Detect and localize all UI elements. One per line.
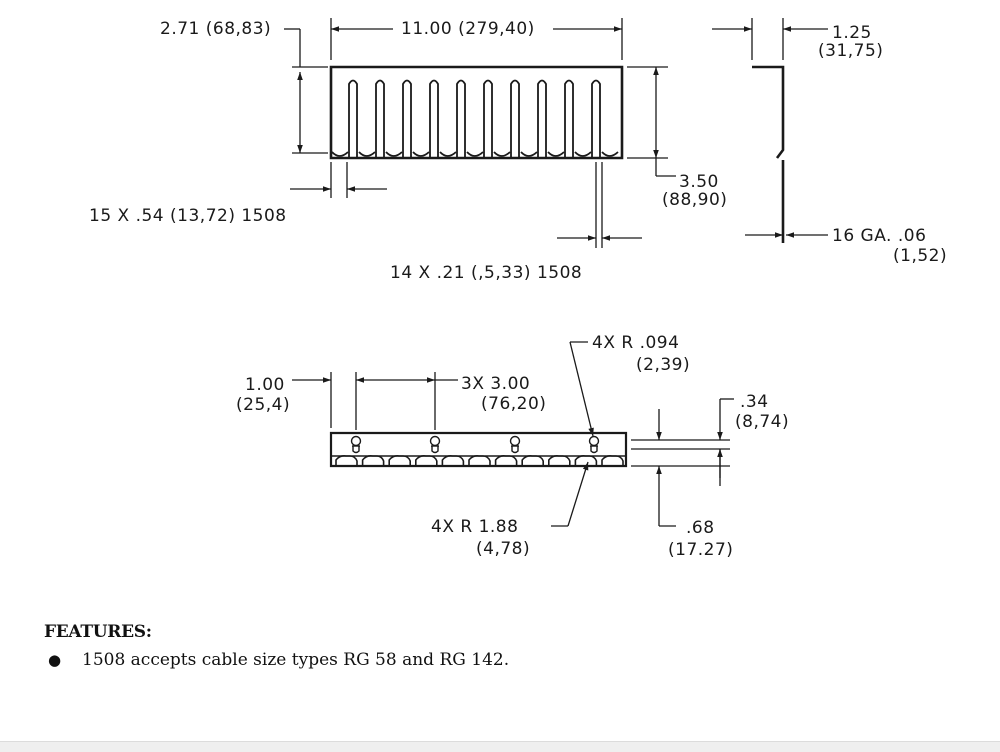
bar-height-metric-label: (17.27) (668, 540, 733, 560)
hole-radius-metric-label: (2,39) (636, 355, 690, 375)
slot-depth-label: 3.50 (679, 172, 719, 192)
feature-text: 1508 accepts cable size types RG 58 and … (82, 650, 510, 670)
flange-label: 1.25 (832, 23, 872, 43)
comb-tab (466, 151, 484, 157)
edge-offset-label: 1.00 (245, 375, 285, 395)
comb-tab (574, 151, 592, 157)
notch (441, 455, 465, 466)
mounting-hole (429, 435, 441, 447)
top-view-dimensions (284, 18, 676, 248)
notch (388, 455, 411, 466)
overall-height-label: 2.71 (68,83) (160, 19, 271, 39)
edge-offset-metric-label: (25,4) (236, 395, 290, 415)
slot-count-label: 14 X .21 (,5,33) 1508 (390, 263, 582, 283)
notch-radius-metric-label: (4,78) (476, 539, 530, 559)
notch (494, 455, 518, 466)
feature-item: ● 1508 accepts cable size types RG 58 an… (44, 650, 509, 670)
comb-slot (591, 79, 601, 158)
features-heading: FEATURES: (44, 622, 152, 642)
comb-tab (493, 151, 511, 157)
notch-radius-label: 4X R 1.88 (431, 517, 518, 537)
notch (521, 455, 544, 466)
hole-slot (590, 446, 598, 454)
flange-metric-label: (31,75) (818, 41, 883, 61)
bar-notches (331, 455, 626, 466)
gauge-label: 16 GA. .06 (832, 226, 926, 246)
comb-slot (348, 79, 358, 158)
comb-tab (331, 151, 349, 157)
bottom-view-dimensions (292, 341, 734, 527)
hole-spacing-metric-label: (76,20) (481, 394, 546, 414)
comb-tab (547, 151, 565, 157)
comb-tab (385, 151, 403, 157)
comb-slot (429, 79, 439, 158)
notch (468, 455, 491, 466)
hole-slot (511, 446, 519, 454)
comb-tab (412, 151, 430, 157)
tab-count-label: 15 X .54 (13,72) 1508 (89, 206, 287, 226)
window-bottom-bar (0, 741, 1000, 752)
bottom-view (329, 431, 628, 468)
notch (335, 455, 358, 466)
bar-height-label: .68 (686, 518, 715, 538)
mounting-holes (350, 435, 600, 454)
mounting-hole (509, 435, 521, 447)
overall-length-label: 11.00 (279,40) (401, 19, 535, 39)
slot-depth-metric-label: (88,90) (662, 190, 727, 210)
mounting-hole (350, 435, 362, 447)
notch (415, 455, 438, 466)
comb-slots (331, 79, 619, 158)
notch (574, 455, 598, 466)
gauge-metric-label: (1,52) (893, 246, 947, 266)
hole-spacing-label: 3X 3.00 (461, 374, 530, 394)
mounting-hole (588, 435, 600, 447)
comb-tab (601, 151, 619, 157)
comb-slot (483, 79, 493, 158)
notch (548, 455, 571, 466)
side-view (712, 18, 828, 243)
bullet-icon: ● (48, 651, 62, 669)
comb-slot (375, 79, 385, 158)
hole-radius-label: 4X R .094 (592, 333, 679, 353)
comb-outline (329, 65, 624, 160)
comb-tab (520, 151, 538, 157)
comb-slot (510, 79, 520, 158)
comb-slot (537, 79, 547, 158)
notch (361, 455, 385, 466)
comb-slot (564, 79, 574, 158)
hole-height-metric-label: (8,74) (735, 412, 789, 432)
top-view (329, 65, 624, 160)
comb-slot (456, 79, 466, 158)
bar-outline (329, 431, 628, 468)
hole-height-label: .34 (740, 392, 769, 412)
comb-slot (402, 79, 412, 158)
hole-slot (352, 446, 360, 454)
comb-tab (439, 151, 457, 157)
hole-slot (431, 446, 439, 454)
side-profile (752, 65, 785, 243)
comb-tab (358, 151, 376, 157)
notch (601, 455, 624, 466)
features-section: FEATURES: ● 1508 accepts cable size type… (44, 622, 509, 670)
